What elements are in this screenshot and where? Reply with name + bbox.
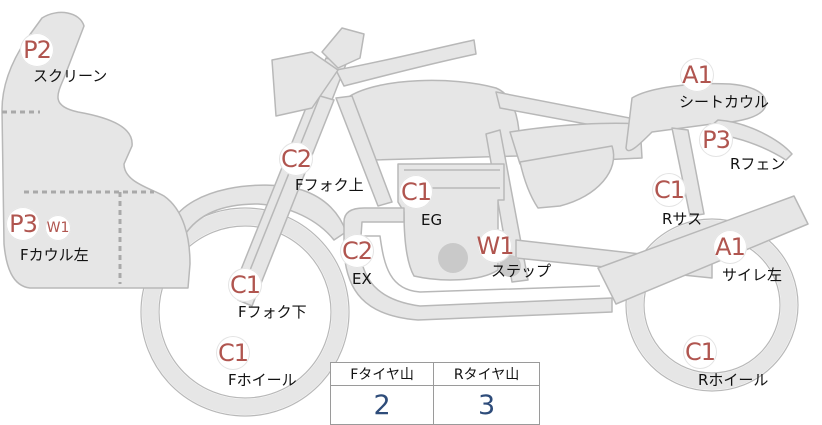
f-wheel-label: Fホイール bbox=[228, 371, 297, 389]
r-fender-label: Rフェン bbox=[730, 155, 786, 173]
f-fork-upper-grade-badge: C2 bbox=[279, 142, 313, 176]
frame-shape bbox=[335, 95, 393, 207]
rear-tire-tread-value: 3 bbox=[433, 385, 540, 425]
seat-cowl-label: シートカウル bbox=[679, 93, 770, 111]
r-wheel-grade: C1 bbox=[684, 338, 716, 366]
r-suspension-grade-badge: C1 bbox=[652, 173, 686, 207]
step-grade-badge: W1 bbox=[476, 229, 515, 263]
f-wheel-grade: C1 bbox=[217, 339, 249, 367]
f-fork-upper-label: Fフォク上 bbox=[295, 176, 364, 194]
r-fender-grade: P3 bbox=[702, 126, 731, 154]
front-wheel-shape bbox=[142, 209, 348, 415]
exhaust-grade: C2 bbox=[341, 237, 373, 265]
seat-cowl-grade: A1 bbox=[682, 61, 713, 89]
engine-grade: C1 bbox=[400, 178, 432, 206]
f-fork-upper-grade: C2 bbox=[280, 145, 312, 173]
f-cowl-left-label: Fカウル左 bbox=[20, 246, 89, 264]
r-suspension-grade: C1 bbox=[653, 176, 685, 204]
front-tire-tread-header: Fタイヤ山 bbox=[329, 362, 435, 386]
engine-label: EG bbox=[421, 211, 443, 229]
exhaust-label: EX bbox=[352, 270, 372, 288]
engine-case-spot bbox=[438, 243, 468, 273]
rear-tire-tread-header: Rタイヤ山 bbox=[433, 362, 540, 386]
screen-label: スクリーン bbox=[33, 67, 108, 85]
tire-tread-table: Fタイヤ山 Rタイヤ山 2 3 bbox=[329, 362, 540, 425]
step-spot bbox=[499, 255, 521, 277]
r-wheel-label: Rホイール bbox=[698, 371, 769, 389]
screen-grade-badge: P2 bbox=[20, 33, 54, 67]
f-cowl-left-grade: P3 bbox=[9, 210, 38, 238]
f-fork-lower-grade: C1 bbox=[229, 271, 261, 299]
muffler-left-label: サイレ左 bbox=[722, 266, 783, 284]
r-suspension-label: Rサス bbox=[662, 210, 703, 228]
f-cowl-left-extra-grade-badge: W1 bbox=[45, 215, 71, 241]
muffler-shape bbox=[597, 195, 809, 305]
muffler-left-grade: A1 bbox=[715, 233, 746, 261]
muffler-left-grade-badge: A1 bbox=[713, 230, 747, 264]
step-grade: W1 bbox=[476, 232, 515, 260]
exhaust-grade-badge: C2 bbox=[340, 234, 374, 268]
step-label: ステップ bbox=[491, 262, 552, 280]
f-cowl-left-extra-grade: W1 bbox=[46, 220, 70, 236]
r-wheel-grade-badge: C1 bbox=[683, 335, 717, 369]
screen-grade: P2 bbox=[23, 36, 52, 64]
f-wheel-grade-badge: C1 bbox=[216, 336, 250, 370]
f-fork-lower-grade-badge: C1 bbox=[228, 268, 262, 302]
r-fender-grade-badge: P3 bbox=[699, 123, 733, 157]
f-fork-lower-label: Fフォク下 bbox=[238, 303, 307, 321]
engine-grade-badge: C1 bbox=[399, 175, 433, 209]
f-cowl-left-grade-badge: P3 bbox=[6, 207, 40, 241]
front-tire-tread-value: 2 bbox=[329, 385, 435, 425]
handlebar-shape bbox=[335, 39, 477, 87]
seat-cowl-grade-badge: A1 bbox=[680, 58, 714, 92]
exhaust-pipe-shape bbox=[343, 207, 613, 321]
instrument-panel-shape bbox=[271, 51, 339, 117]
side-cover-shape bbox=[519, 145, 615, 209]
